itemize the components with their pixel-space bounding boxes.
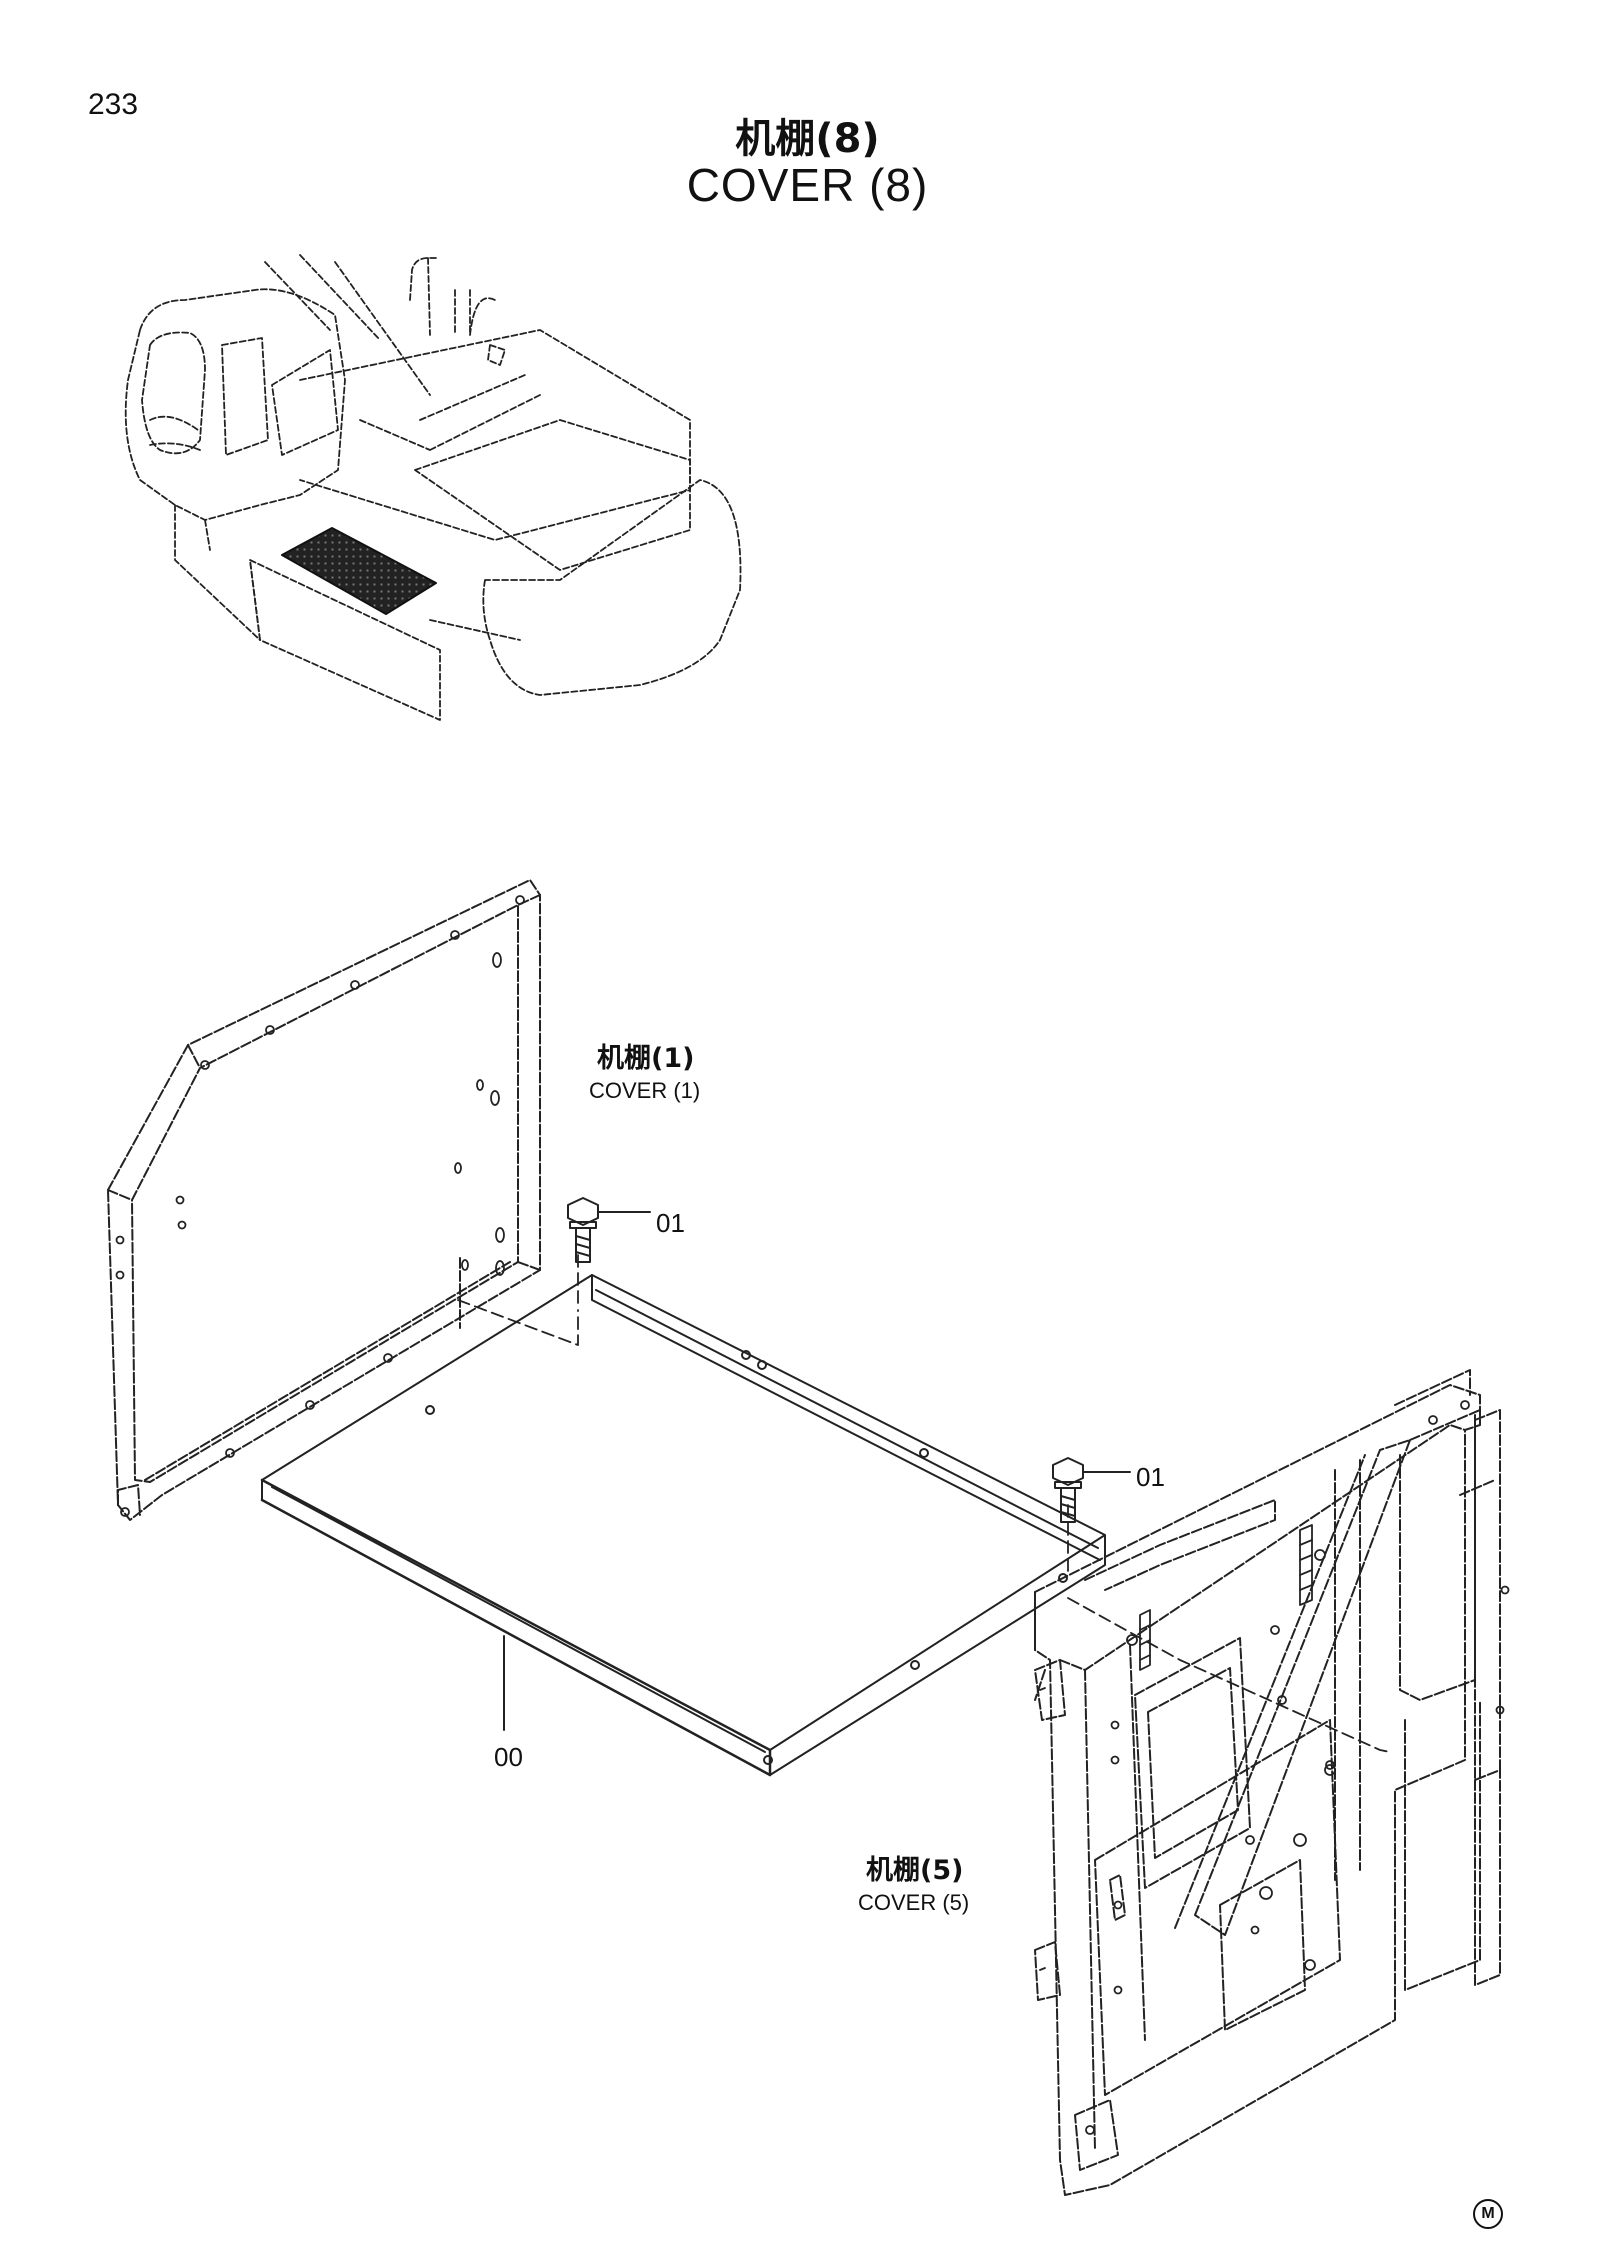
m-mark-symbol: M xyxy=(1473,2199,1503,2229)
callout-cover-plate: 00 xyxy=(494,1742,523,1772)
cover-1-frame xyxy=(107,879,541,1521)
cover-location-mesh xyxy=(281,527,437,615)
page-title-english: COVER (8) xyxy=(686,159,929,211)
cover-1-holes xyxy=(115,895,525,1517)
bolt-01-upper xyxy=(567,1197,651,1263)
cover-5-right-upright xyxy=(1459,1409,1501,1986)
bolt-01-lower xyxy=(1052,1457,1131,1523)
cover-1-label-chinese: 机棚(1) xyxy=(597,1043,695,1074)
cover-5-assembly xyxy=(1034,1369,1481,2196)
cover-5-label-chinese: 机棚(5) xyxy=(866,1855,964,1886)
cover-5-label-english: COVER (5) xyxy=(858,1890,970,1915)
excavator-overview-illustration xyxy=(124,254,742,721)
alignment-lines xyxy=(457,1254,1391,1753)
callout-bolt-lower: 01 xyxy=(1136,1462,1165,1492)
page-number: 233 xyxy=(88,88,139,121)
cover-1-label-english: COVER (1) xyxy=(589,1078,701,1103)
cover-5-holes xyxy=(1039,1400,1510,2135)
page-title-chinese: 机棚(8) xyxy=(735,116,880,162)
cover-plate-00 xyxy=(260,1274,1106,1777)
callout-bolt-upper: 01 xyxy=(656,1208,685,1238)
